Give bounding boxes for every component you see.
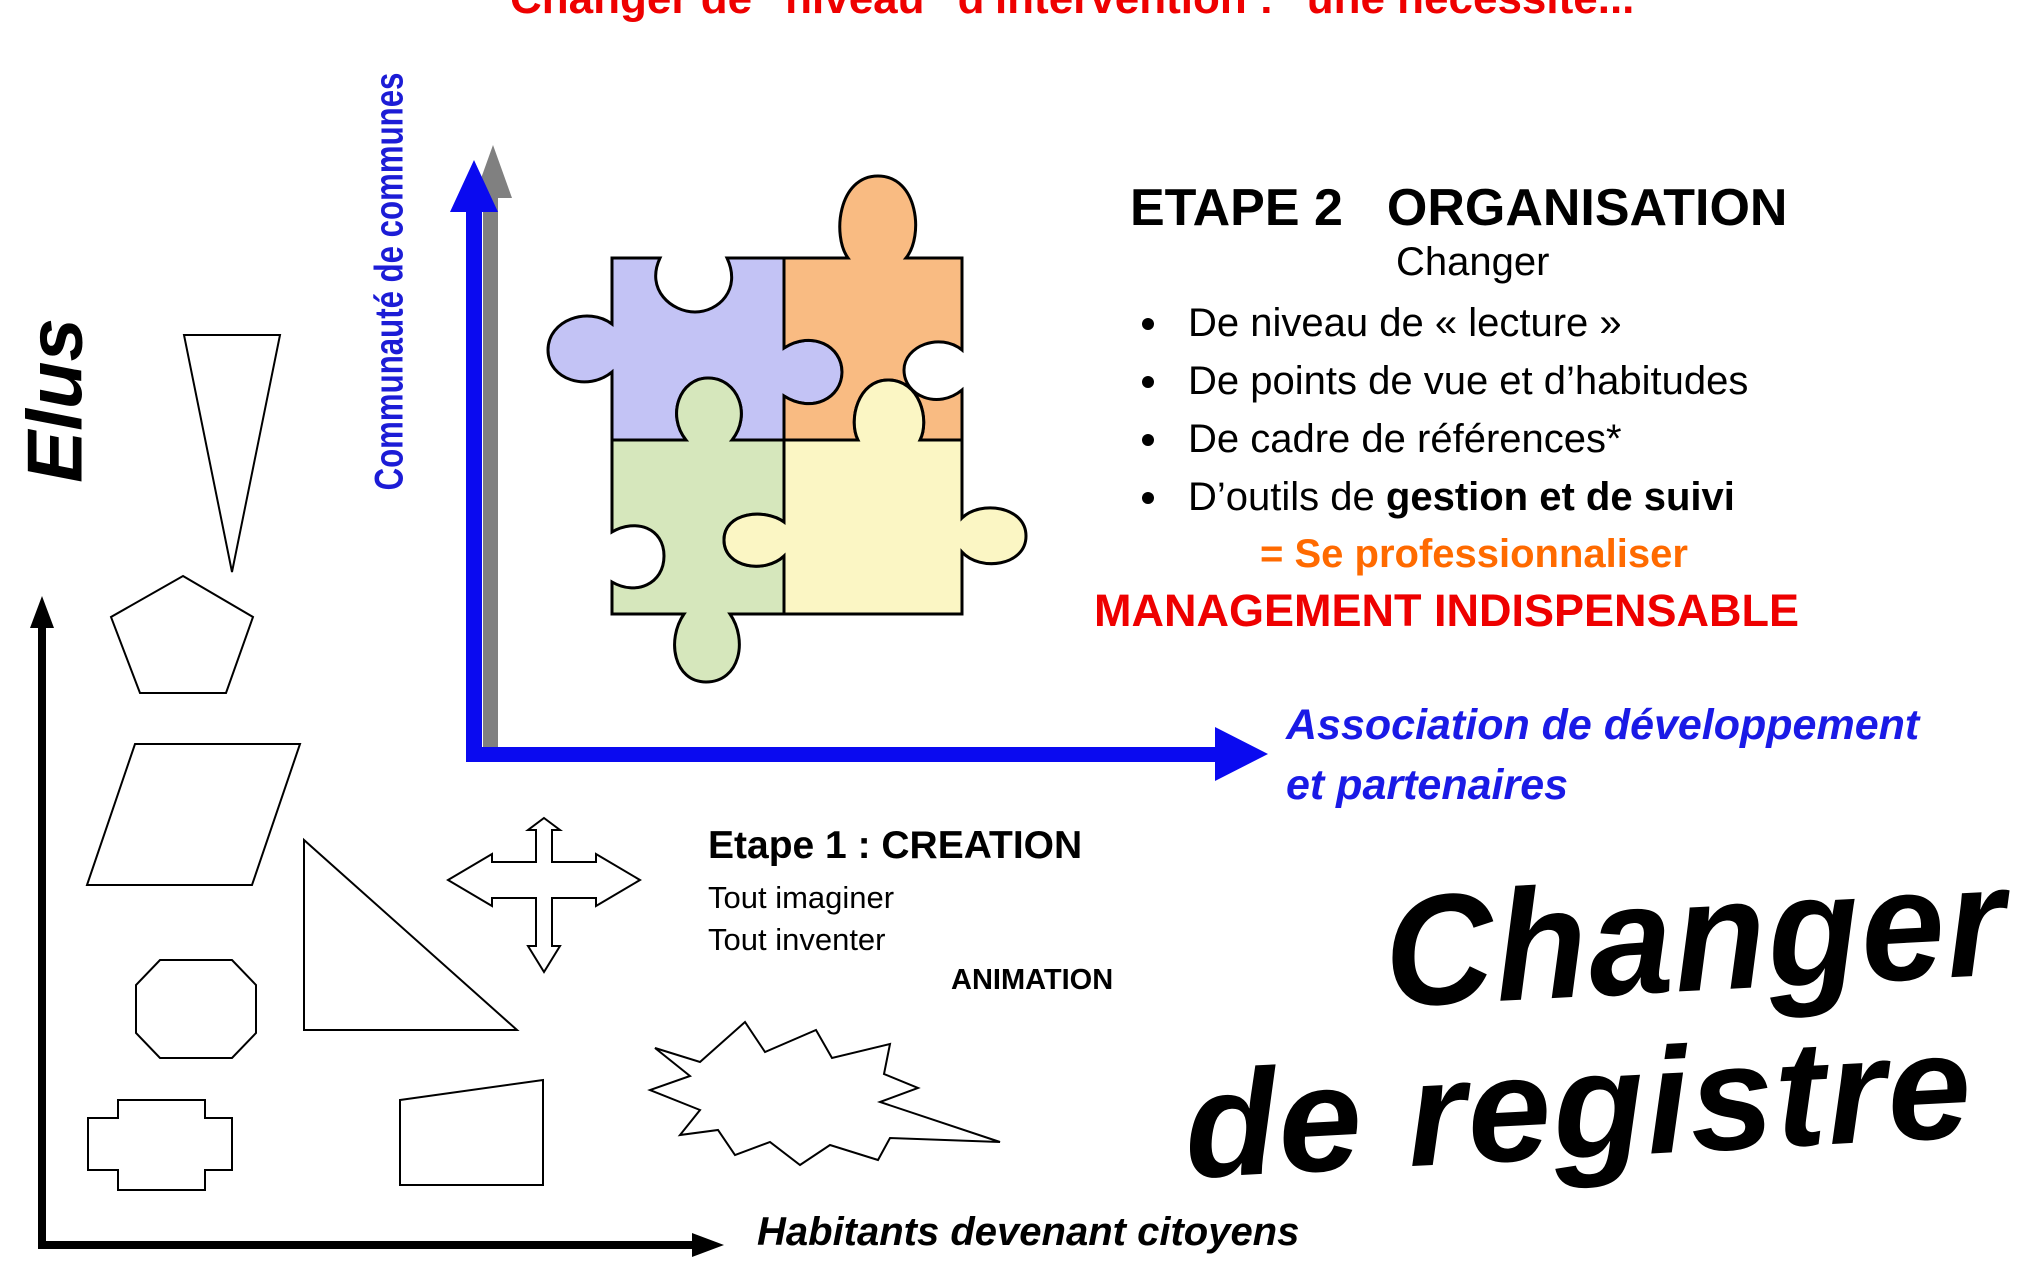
etape1-line2: Tout inventer	[708, 922, 886, 957]
etape1-line1: Tout imaginer	[708, 880, 895, 915]
axis-label-elus: Elus	[10, 318, 99, 483]
right-triangle-shape	[303, 837, 520, 1031]
axis-label-association-line2: et partenaires	[1286, 761, 1569, 809]
etape2-title-step: ETAPE 2	[1130, 179, 1343, 237]
trapezoid-shape	[399, 1078, 544, 1186]
axis-label-habitants: Habitants devenant citoyens	[757, 1210, 1300, 1254]
blue-axes	[450, 145, 1268, 781]
explosion-shape	[647, 1020, 1001, 1167]
puzzle-piece-orange	[782, 174, 964, 442]
etape2-title-name: ORGANISATION	[1386, 179, 1788, 237]
bullet-item: De niveau de « lecture »	[1142, 294, 1748, 352]
axis-label-communaute: Communauté de communes	[367, 72, 412, 491]
etape2-subtitle: Changer	[1396, 240, 1550, 284]
puzzle-piece-green	[610, 376, 786, 684]
etape1-title: Etape 1 : CREATION	[708, 824, 1083, 867]
four-way-arrow-shape	[446, 816, 642, 974]
etape2-bullet-list: De niveau de « lecture » De points de vu…	[1142, 294, 1748, 526]
inverted-triangle-shape	[182, 334, 282, 573]
management-text: MANAGEMENT INDISPENSABLE	[1094, 585, 1800, 636]
octagon-shape	[135, 959, 257, 1059]
professionnaliser-text: = Se professionnaliser	[1260, 532, 1688, 576]
puzzle-graphic	[546, 174, 1028, 684]
animation-label: ANIMATION	[951, 964, 1114, 996]
parallelogram-shape	[85, 743, 302, 886]
puzzle-piece-yellow	[722, 378, 1028, 616]
bullet-item: D’outils de gestion et de suivi	[1142, 468, 1748, 526]
etape2-title: ETAPE 2 ORGANISATION	[1130, 178, 1787, 238]
shapes-group	[85, 334, 1001, 1191]
black-axes	[30, 596, 724, 1257]
pentagon-shape	[109, 574, 255, 694]
page-title: Changer de "niveau" d'intervention : "un…	[510, 0, 1634, 24]
bullet-item: De cadre de références*	[1142, 410, 1748, 468]
axis-label-association-line1: Association de développement	[1286, 701, 1920, 749]
bullet-item-bold: gestion et de suivi	[1385, 475, 1735, 519]
axis-label-association: Association de développement et partenai…	[1286, 695, 1919, 815]
bullet-item-text: D’outils de	[1188, 475, 1375, 519]
cross-shape	[87, 1099, 233, 1191]
bullet-item: De points de vue et d’habitudes	[1142, 352, 1748, 410]
